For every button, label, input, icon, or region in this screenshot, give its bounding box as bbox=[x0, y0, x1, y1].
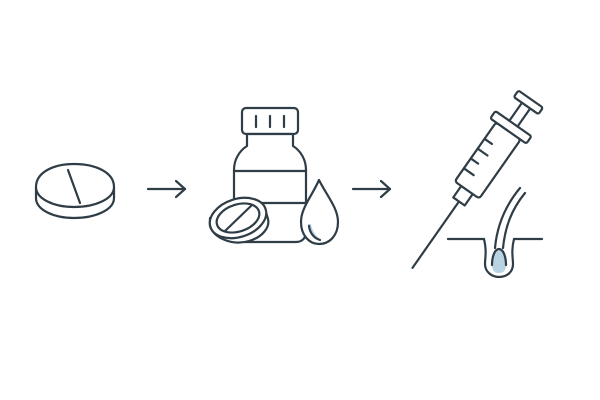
syringe-injecting-into-hair-follicle-icon bbox=[411, 90, 544, 279]
medicine-bottle-with-tablet-and-drop-icon bbox=[208, 106, 340, 246]
syringe-flange bbox=[489, 110, 532, 144]
hair-follicle bbox=[446, 186, 544, 279]
syringe-needle bbox=[411, 200, 461, 269]
arrow-right-icon bbox=[146, 179, 187, 199]
follicle-bulb-fill bbox=[492, 249, 506, 273]
pill-tablet-score bbox=[66, 168, 82, 205]
syringe-plunger-thumb bbox=[513, 90, 544, 115]
pill-tablet-icon bbox=[34, 162, 116, 220]
syringe bbox=[411, 90, 544, 269]
round-tablet bbox=[208, 196, 270, 244]
syringe-plunger-rod bbox=[508, 101, 532, 128]
arrow-right-icon bbox=[351, 179, 392, 199]
liquid-drop bbox=[299, 178, 340, 246]
hair-shaft-right bbox=[501, 191, 527, 250]
hair-shaft-left bbox=[493, 186, 522, 250]
pill-tablet-top bbox=[34, 162, 116, 209]
follicle-bulb bbox=[490, 247, 508, 267]
